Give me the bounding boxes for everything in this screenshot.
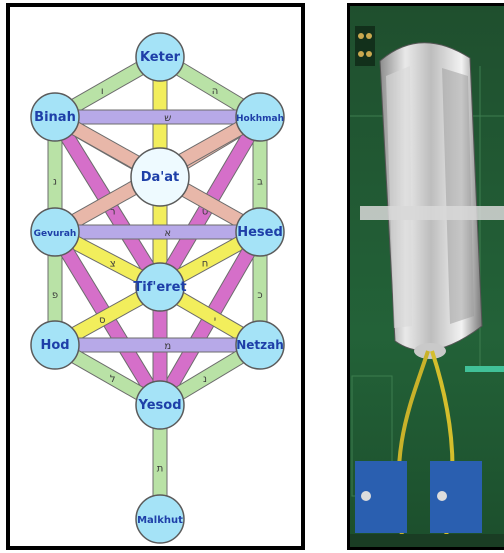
path-letter: ר — [110, 207, 116, 218]
sephirah-label-gevurah: Gevurah — [34, 229, 77, 239]
path-letter: א — [164, 228, 171, 239]
sephirah-label-keter: Keter — [140, 50, 181, 65]
path-letter: ח — [202, 258, 209, 269]
path-letter: צ — [110, 258, 116, 269]
path-letter: נ — [203, 374, 207, 385]
sephirah-gevurah: Gevurah — [30, 207, 80, 257]
path-binah-hokhmah: ש — [55, 109, 260, 125]
sephirah-label-yesod: Yesod — [137, 398, 181, 413]
sephirah-label-hokhmah: Hokhmah — [236, 114, 284, 124]
sephirah-binah: Binah — [30, 92, 80, 142]
path-letter: נ — [53, 176, 57, 187]
path-letter: ל — [110, 374, 116, 385]
path-letter: ס — [99, 315, 106, 326]
path-gevurah-hesed: א — [55, 224, 260, 240]
path-letter: ת — [157, 464, 164, 475]
header-pins — [355, 26, 375, 66]
sephirah-tiferet: Tif'eret — [133, 262, 187, 312]
path-letter: מ — [164, 341, 171, 352]
sephirah-label-malkhut: Malkhut — [137, 515, 183, 526]
sephirah-hod: Hod — [30, 320, 80, 370]
sephirah-hesed: Hesed — [235, 207, 285, 257]
path-hod-netzah: מ — [55, 337, 260, 353]
path-letter: ו — [101, 86, 104, 97]
cable-tie — [360, 206, 504, 220]
path-letter: ש — [164, 113, 171, 124]
path-letter: י — [214, 315, 216, 326]
circuit-board-photo — [347, 3, 504, 550]
tree-of-life-diagram-panel: והגשקזנברטאצחפכסימלנתKeterBinahHokhmahDa… — [6, 3, 305, 550]
sephirah-malkhut: Malkhut — [135, 494, 185, 544]
sephirah-label-tiferet: Tif'eret — [133, 280, 186, 295]
path-letter: כ — [257, 290, 262, 301]
path-letter: ב — [257, 176, 263, 187]
sephirah-yesod: Yesod — [135, 380, 185, 430]
path-letter: פ — [52, 290, 58, 301]
sephirah-label-netzah: Netzah — [236, 338, 284, 352]
path-letter: ה — [212, 86, 219, 97]
path-letter: ט — [202, 207, 208, 218]
sephirah-netzah: Netzah — [235, 320, 285, 370]
sephirah-label-daat: Da'at — [141, 170, 180, 185]
sephirah-label-binah: Binah — [34, 110, 76, 125]
sephirah-daat: Da'at — [130, 147, 190, 207]
sephirah-label-hesed: Hesed — [237, 225, 283, 240]
circuit-board-illustration — [350, 6, 504, 547]
sephirah-label-hod: Hod — [40, 338, 69, 353]
sephirah-hokhmah: Hokhmah — [235, 92, 285, 142]
sephirah-keter: Keter — [135, 32, 185, 82]
tree-of-life-diagram: והגשקזנברטאצחפכסימלנתKeterBinahHokhmahDa… — [30, 32, 285, 544]
